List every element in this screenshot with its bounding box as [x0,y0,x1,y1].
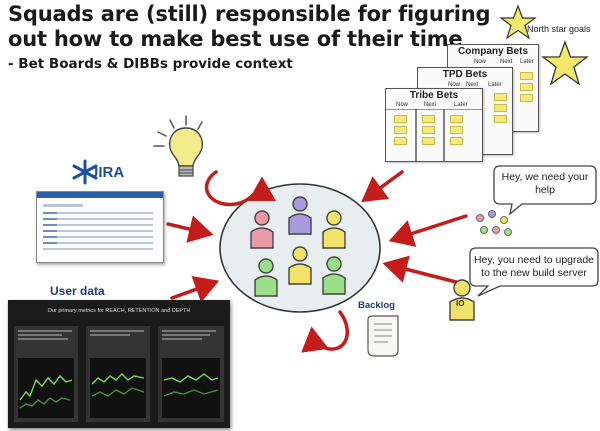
user-data-dashboard: Our primary metrics for REACH, RETENTION… [8,300,230,428]
subtitle: - Bet Boards & DIBBs provide context [8,56,293,72]
board-col-next: Next [466,82,479,88]
upgrade-bubble [469,247,599,297]
arrow-user-data [170,276,220,303]
backlog-label: Backlog [358,300,395,311]
board-col-now: Now [474,59,487,65]
arrow-help [388,214,468,247]
people-group-icon [476,210,512,236]
io-label: IO [456,299,465,308]
help-bubble [493,165,597,216]
board-title: TPD Bets [442,69,488,80]
help-bubble-text: Hey, we need your help [501,171,589,196]
north-star-small-icon [499,4,537,40]
upgrade-bubble-text: Hey, you need to upgrade to the new buil… [473,254,595,279]
title: Squads are (still) responsible for figur… [8,2,491,52]
arrow-backlog [301,310,349,353]
jira-screenshot [36,191,164,263]
person-yellow-icon [288,246,312,285]
arrow-boards [361,170,404,203]
board-title: Company Bets [457,46,528,57]
arrow-upgrade [382,255,458,284]
board-col-later: Later [520,59,534,65]
io-person-icon [449,279,475,321]
lightbulb-icon [153,115,204,177]
person-purple-icon [288,196,312,235]
board-title: Tribe Bets [409,90,459,101]
squad-members [250,196,346,297]
arrow-idea [204,170,276,207]
person-yellow-icon [322,210,346,249]
board-col-later: Later [454,102,468,108]
title-line-1: Squads are (still) responsible for figur… [8,2,491,26]
north-star-label: North star goals [527,24,591,34]
jira-logo-icon [72,159,98,185]
board-col-now: Now [396,102,409,108]
person-pink-icon [250,210,274,249]
board-col-next: Next [500,59,513,65]
jira-logo-text: JIRA [90,164,125,181]
person-green-icon [254,258,278,297]
dashboard-title: Our primary metrics for REACH, RETENTION… [47,308,191,314]
board-col-next: Next [424,102,437,108]
user-data-label: User data [50,284,105,298]
board-col-later: Later [488,82,502,88]
board-col-now: Now [448,82,461,88]
arrow-jira [166,215,214,243]
backlog-scroll-icon [367,315,399,357]
person-green-icon [322,256,346,295]
north-star-large-icon [541,40,589,86]
board-tribe-bets: Tribe Bets Now Next Later [385,88,483,162]
title-line-2: out how to make best use of their time [8,27,463,51]
